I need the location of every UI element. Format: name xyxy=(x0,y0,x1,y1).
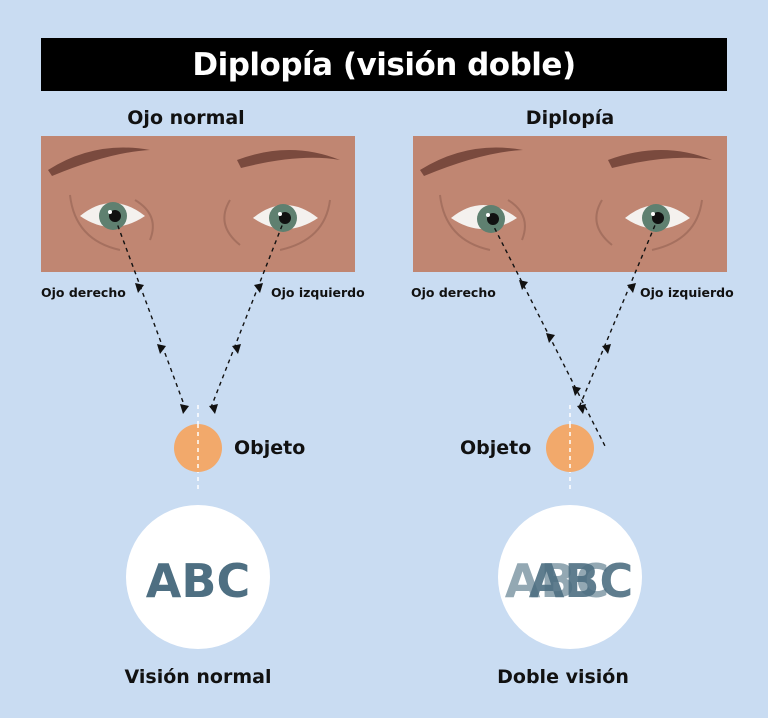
arrowheads-diplopia xyxy=(519,280,636,414)
vision-circle-normal: ABC xyxy=(126,505,270,649)
vision-text-diplopia: ABC xyxy=(529,554,633,608)
label-right-eye-normal: Ojo derecho xyxy=(41,285,126,300)
face-diplopia xyxy=(413,136,727,272)
eye-right-diplopia xyxy=(451,205,517,233)
caption-diplopia: Doble visión xyxy=(497,666,629,688)
label-object-normal: Objeto xyxy=(234,437,306,459)
title-bar: Diplopía (visión doble) xyxy=(41,38,727,91)
label-left-eye-diplopia: Ojo izquierdo xyxy=(640,285,734,300)
caption-normal: Visión normal xyxy=(124,666,272,688)
panel-heading-diplopia: Diplopía xyxy=(525,107,615,129)
vision-text-ghost: ABC xyxy=(505,554,609,608)
vision-circle-diplopia: ABC ABC xyxy=(498,505,642,649)
label-right-eye-diplopia: Ojo derecho xyxy=(411,285,496,300)
eye-right-normal xyxy=(80,202,145,230)
arrowheads-normal xyxy=(135,283,263,414)
vision-text-normal: ABC xyxy=(146,554,250,608)
face-normal xyxy=(41,136,355,272)
eye-left-normal xyxy=(253,204,318,232)
label-left-eye-normal: Ojo izquierdo xyxy=(271,285,365,300)
sight-lines-diplopia xyxy=(490,217,659,449)
object-normal xyxy=(174,405,222,493)
object-diplopia xyxy=(546,405,594,493)
label-object-diplopia: Objeto xyxy=(460,437,532,459)
sight-lines-normal xyxy=(114,217,286,411)
diagram-title: Diplopía (visión doble) xyxy=(192,46,576,83)
panel-heading-normal: Ojo normal xyxy=(127,107,245,129)
